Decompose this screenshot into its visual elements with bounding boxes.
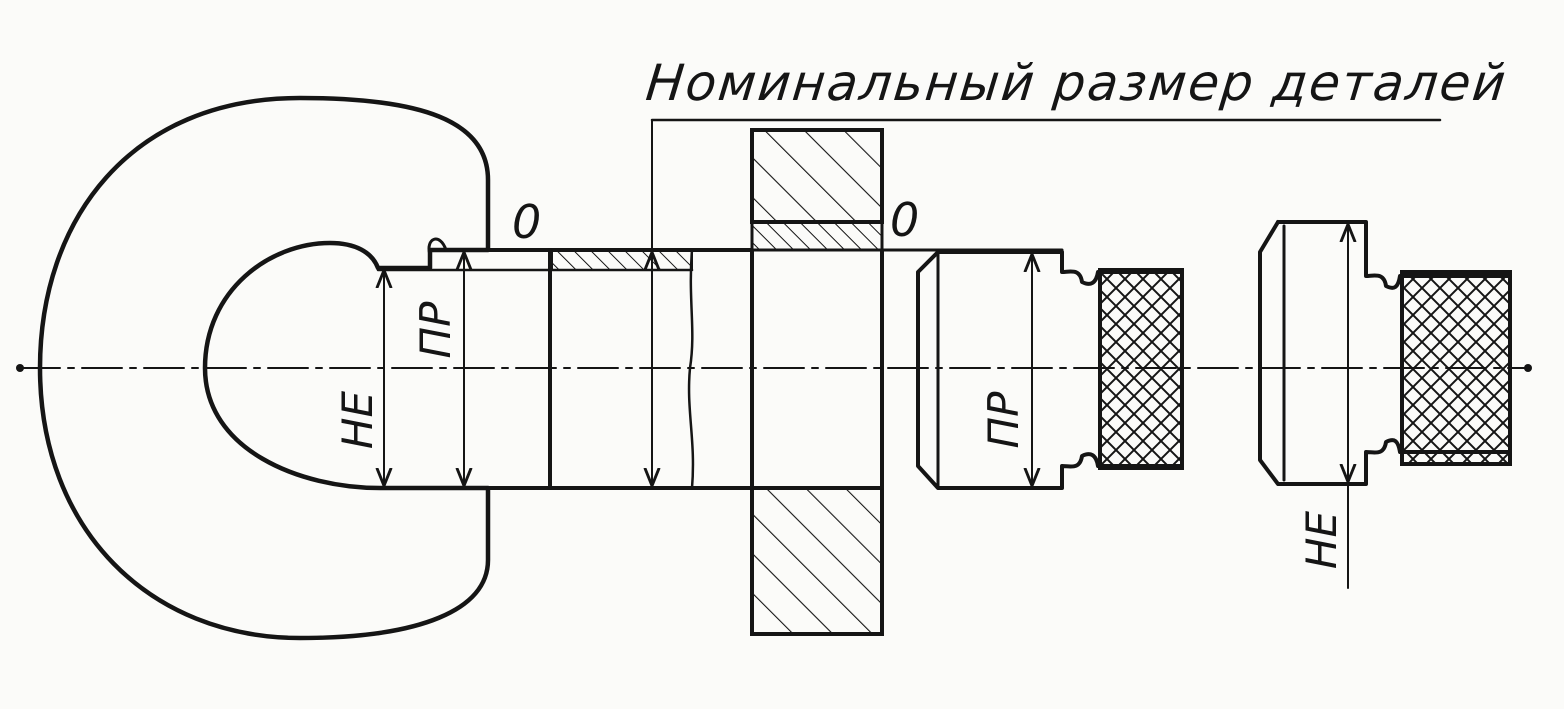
plug-ne-label: НЕ xyxy=(1297,510,1346,569)
plug-pr-label: ПР xyxy=(979,391,1028,449)
snap-ne-label: НЕ xyxy=(333,390,382,449)
shaft-part xyxy=(376,119,754,490)
zero-mark-right: 0 xyxy=(890,193,919,247)
nominal-size-title: Номинальный размер деталей xyxy=(643,53,1510,112)
center-axis-line xyxy=(16,364,1532,372)
plug-gauge-go xyxy=(916,250,1184,490)
zero-mark-left: 0 xyxy=(512,195,541,249)
snap-gauge xyxy=(37,95,491,641)
snap-pr-label: ПР xyxy=(411,301,460,359)
hole-part-section xyxy=(750,128,1064,636)
plug-gauge-nogo xyxy=(1258,220,1512,589)
